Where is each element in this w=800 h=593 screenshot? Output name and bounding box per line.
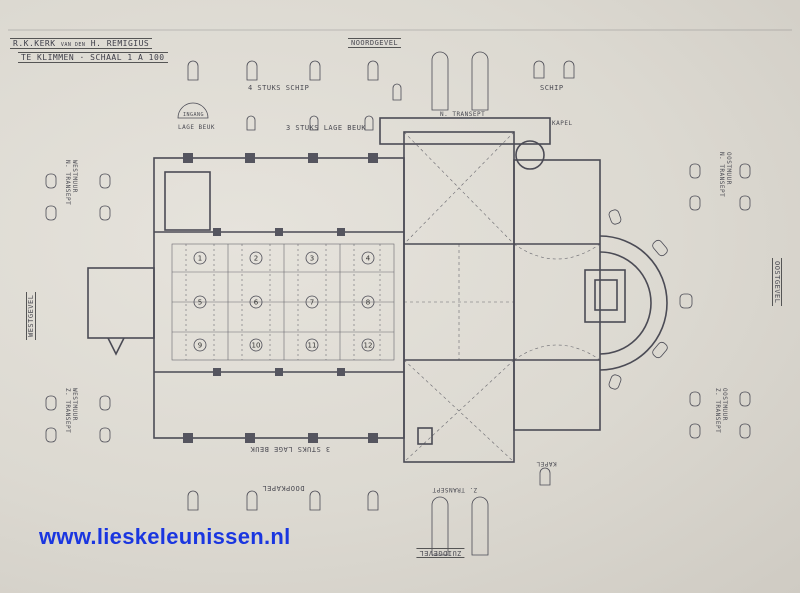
south-window-elevations	[187, 467, 551, 556]
label-schip: 4 STUKS SCHIP	[248, 84, 310, 92]
label-lage-beuk-z: 3 STUKS LAGE BEUK	[250, 445, 331, 453]
oostmuur-n-line2: N. TRANSEPT	[718, 152, 725, 198]
label-west-elevation: WESTGEVEL	[26, 291, 36, 340]
label-north-elevation: NOORDGEVEL	[348, 38, 402, 48]
label-kapel-z: KAPEL	[536, 460, 557, 467]
bay-number-label: 2	[254, 255, 258, 263]
bay-marker-circle	[305, 295, 319, 309]
nave-floor-grid	[171, 243, 395, 361]
label-kapel-n: KAPEL	[552, 120, 573, 127]
oostmuur-n-line1: OOSTMUUR	[725, 152, 732, 185]
bay-number-label: 1	[198, 255, 202, 263]
title-location: TE KLIMMEN	[21, 53, 75, 62]
bay-marker-circle	[249, 295, 263, 309]
label-z-transept: Z. TRANSEPT	[432, 486, 478, 493]
label-westmuur-n: WESTMUUR N. TRANSEPT	[64, 160, 78, 205]
nave-pillars	[183, 153, 378, 443]
label-n-transept: N. TRANSEPT	[440, 111, 486, 118]
north-window-elevations	[177, 51, 575, 131]
label-westmuur-z: WESTMUUR Z. TRANSEPT	[64, 388, 78, 433]
oostmuur-z-line2: Z. TRANSEPT	[714, 388, 721, 434]
bay-marker-circle	[305, 251, 319, 265]
title-line-2: TE KLIMMEN · SCHAAL 1 A 100	[18, 52, 168, 63]
bay-number-label: 8	[366, 299, 370, 307]
title-church: R.K.KERK	[13, 39, 56, 48]
title-mid: VAN DEN	[60, 42, 86, 48]
westmuur-z-line1: WESTMUUR	[71, 388, 78, 421]
bay-number-label: 4	[366, 255, 371, 263]
bay-marker-circle	[193, 338, 207, 352]
label-doopkapel: DOOPKAPEL	[262, 484, 305, 492]
westmuur-n-line1: WESTMUUR	[71, 160, 78, 193]
bay-number-label: 5	[198, 299, 202, 307]
website-watermark: www.lieskeleunissen.nl	[39, 524, 291, 549]
bay-number-label: 9	[198, 342, 202, 350]
westmuur-n-line2: N. TRANSEPT	[64, 160, 71, 206]
bay-marker-circle	[361, 338, 375, 352]
side-window-elevations	[45, 163, 751, 443]
bay-marker-circle	[249, 338, 263, 352]
bay-marker-circle	[249, 251, 263, 265]
bay-marker-circle	[305, 338, 319, 352]
bay-number-label: 11	[308, 342, 317, 350]
label-lage-beuk-3: 3 STUKS LAGE BEUK	[286, 124, 367, 132]
bay-number-label: 6	[254, 299, 259, 307]
bay-number-label: 10	[252, 342, 261, 350]
oostmuur-z-line1: OOSTMUUR	[721, 388, 728, 421]
label-lage-beuk: LAGE BEUK	[178, 124, 216, 131]
bay-marker-circle	[193, 295, 207, 309]
bay-marker-circle	[361, 251, 375, 265]
title-scale: SCHAAL 1 A 100	[90, 53, 165, 62]
bay-number-label: 3	[310, 255, 314, 263]
westmuur-z-line2: Z. TRANSEPT	[64, 388, 71, 434]
bay-number-label: 12	[364, 342, 373, 350]
label-oostmuur-n: OOSTMUUR N. TRANSEPT	[718, 152, 732, 197]
title-saint: H. REMIGIUS	[90, 39, 150, 48]
label-schip-short: SCHIP	[540, 84, 564, 92]
title-line-1: R.K.KERK VAN DEN H. REMIGIUS	[10, 38, 153, 49]
label-ingang: INGANG	[183, 112, 205, 118]
label-east-elevation: OOSTGEVEL	[772, 258, 782, 307]
label-south-elevation: ZUIDGEVEL	[416, 548, 465, 558]
bay-number-label: 7	[310, 299, 314, 307]
bay-marker-circle	[361, 295, 375, 309]
bay-marker-circle	[193, 251, 207, 265]
label-oostmuur-z: OOSTMUUR Z. TRANSEPT	[714, 388, 728, 433]
plan-walls	[87, 117, 668, 463]
vault-lines	[403, 131, 601, 463]
